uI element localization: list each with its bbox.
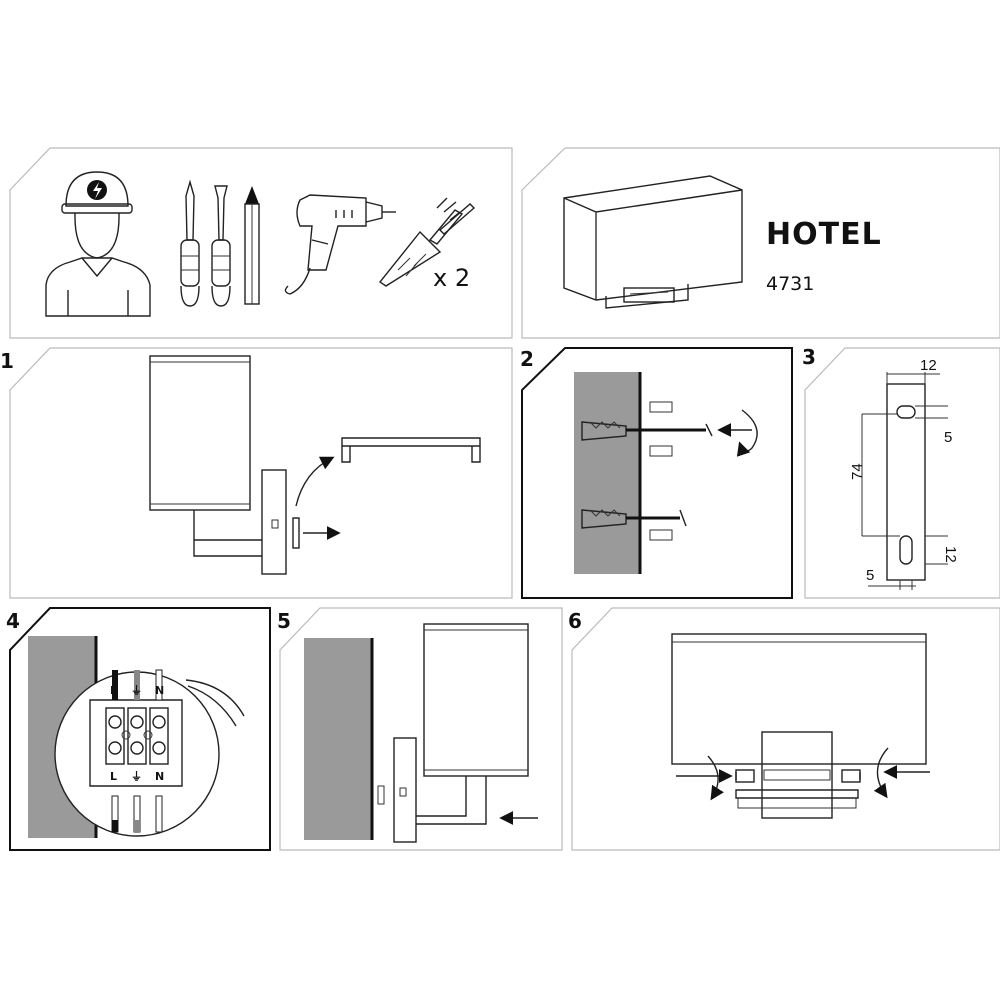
wall: [574, 372, 640, 574]
product-panel: HOTEL 4731: [521, 147, 1000, 339]
mounting-plate-piece: [292, 517, 300, 549]
dimension-lines: [861, 372, 948, 590]
step-5-number: 5: [277, 609, 291, 633]
step-3-panel: 3 12 5 74 12 5: [802, 345, 1000, 599]
step-1-number: 1: [0, 349, 14, 373]
dim-width-top: 12: [920, 357, 937, 374]
terminal-label-live-bottom: L: [110, 770, 117, 783]
terminal-block: [89, 669, 183, 833]
screw-left: [735, 769, 755, 783]
wall: [304, 638, 372, 840]
terminal-label-neutral-top: N: [155, 684, 164, 697]
step-6-number: 6: [568, 609, 582, 633]
step-3-number: 3: [802, 345, 816, 369]
step-4-panel: 4 L ⏚ N L: [6, 607, 271, 851]
top-slot: [896, 405, 916, 419]
rotate-right-arrow: [873, 747, 889, 799]
dim-bottom-offset: 12: [942, 546, 959, 563]
step-2-number: 2: [520, 347, 534, 371]
step-5-panel: 5: [277, 607, 563, 851]
rotate-arrow: [736, 409, 758, 457]
mounting-bracket: [341, 437, 481, 463]
dowel-screw-icon: [378, 197, 476, 287]
supply-cable: [185, 679, 245, 727]
lamp-illustration: [563, 175, 743, 309]
lamp-front-view: [671, 633, 927, 819]
move-arrow: [295, 456, 335, 507]
product-name: HOTEL: [766, 217, 882, 252]
dim-slot-width: 5: [866, 567, 874, 584]
drill-icon: [284, 194, 396, 295]
bracket-plate: [886, 383, 926, 581]
bottom-slot: [899, 535, 913, 565]
terminal-label-earth-bottom: ⏚: [131, 770, 142, 783]
step-1-panel: 1: [0, 347, 513, 599]
terminal-label-live-top: L: [110, 684, 117, 697]
terminal-label-neutral-bottom: N: [155, 770, 164, 783]
tools-panel: x 2: [9, 147, 513, 339]
screw-right: [841, 769, 861, 783]
step-4-number: 4: [6, 609, 20, 633]
step-2-panel: 2: [520, 347, 793, 599]
product-code: 4731: [766, 273, 814, 295]
pencil-icon: [244, 186, 260, 305]
dowel-top: [581, 401, 713, 457]
screwdriver-phillips-icon: [180, 179, 200, 307]
screwdriver-flat-icon: [211, 185, 231, 307]
dim-slot-height: 5: [944, 429, 952, 446]
dim-spacing: 74: [849, 463, 866, 480]
lamp-side-view: [377, 623, 529, 843]
dowel-bottom: [581, 509, 687, 541]
lamp-side-view: [149, 355, 287, 575]
rotate-left-arrow: [707, 755, 724, 801]
terminal-label-earth-top: ⏚: [131, 684, 142, 697]
dowel-quantity: x 2: [433, 264, 470, 292]
electrician-icon: [45, 171, 151, 317]
step-6-panel: 6: [568, 607, 1000, 851]
